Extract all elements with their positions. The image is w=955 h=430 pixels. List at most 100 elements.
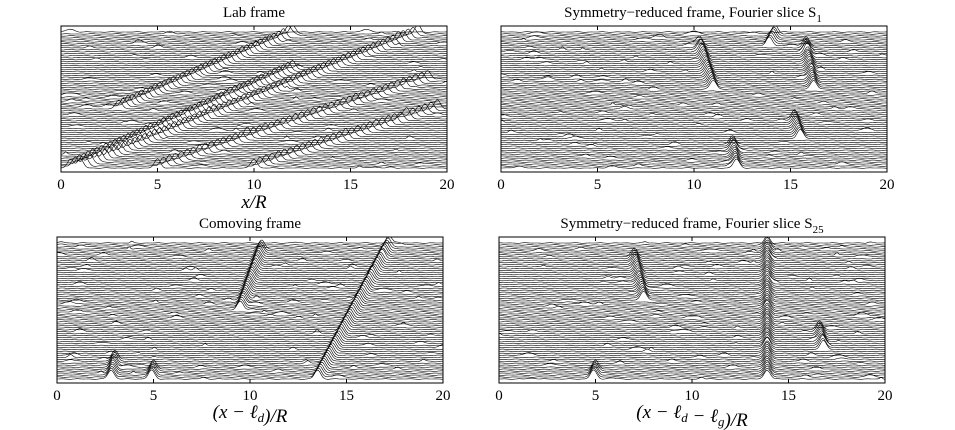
trace-line — [501, 109, 887, 120]
trace-line — [57, 363, 443, 374]
trace-line — [61, 26, 447, 37]
trace-line — [57, 310, 443, 321]
trace-line — [499, 342, 885, 353]
trace-line — [501, 65, 887, 77]
trace-line — [61, 58, 447, 69]
trace-line — [499, 294, 885, 305]
trace-line — [501, 138, 887, 142]
trace-line — [501, 68, 887, 79]
trace-line — [61, 97, 447, 108]
trace-line — [501, 111, 887, 116]
trace-line — [501, 154, 887, 165]
trace-line — [57, 261, 443, 272]
trace-line — [499, 278, 885, 290]
trace-line — [499, 302, 885, 313]
trace-line — [57, 265, 443, 276]
trace-line — [57, 324, 443, 335]
trace-line — [499, 334, 885, 347]
trace-line — [57, 243, 443, 254]
trace-line — [61, 137, 447, 148]
x-tick-label: 20 — [440, 177, 455, 193]
trace-line — [61, 48, 447, 59]
trace-line — [61, 138, 447, 149]
trace-line — [57, 292, 443, 303]
trace-line — [499, 334, 885, 345]
trace-line — [61, 81, 447, 92]
trace-line — [57, 263, 443, 274]
trace-line — [57, 318, 443, 329]
trace-line — [61, 83, 447, 94]
trace-line — [57, 342, 443, 353]
trace-line — [499, 316, 885, 327]
trace-line — [61, 50, 447, 61]
x-tick-label: 15 — [339, 388, 354, 404]
trace-line — [57, 300, 443, 311]
trace-line — [501, 144, 887, 155]
trace-line — [501, 35, 887, 47]
trace-line — [499, 310, 885, 321]
trace-line — [57, 330, 443, 341]
trace-line — [61, 115, 447, 126]
trace-line — [57, 268, 443, 280]
trace-line — [57, 237, 443, 246]
trace-line — [61, 112, 447, 124]
trace-line — [501, 105, 887, 110]
trace-line — [499, 251, 885, 262]
trace-line — [499, 275, 885, 286]
trace-line — [57, 365, 443, 376]
trace-line — [499, 330, 885, 341]
trace-line — [499, 270, 885, 282]
trace-line — [501, 151, 887, 161]
trace-line — [501, 102, 887, 106]
trace-line — [501, 113, 887, 118]
trace-line — [57, 367, 443, 378]
trace-line — [57, 349, 443, 360]
x-tick-label: 20 — [878, 388, 893, 404]
x-axis-label: (x − ℓd)/R — [213, 402, 288, 427]
trace-line — [499, 345, 885, 357]
trace-line — [499, 306, 885, 317]
trace-line — [501, 111, 887, 122]
trace-line — [501, 110, 887, 114]
trace-line — [61, 131, 447, 142]
x-tick-label: 5 — [150, 388, 158, 404]
trace-line — [501, 125, 887, 136]
panel-fourier-slice-s1: Symmetry−reduced frame, Fourier slice S1… — [497, 5, 894, 193]
trace-line — [501, 28, 887, 39]
trace-line — [61, 154, 447, 165]
trace-line — [499, 237, 885, 248]
trace-line — [501, 152, 887, 163]
trace-line — [501, 71, 887, 82]
trace-line — [499, 324, 885, 335]
trace-line — [501, 34, 887, 45]
trace-line — [501, 141, 887, 144]
trace-line — [57, 239, 443, 250]
x-tick-label: 10 — [247, 177, 262, 193]
trace-line — [61, 144, 447, 155]
trace-line — [61, 152, 447, 163]
trace-line — [57, 308, 443, 319]
trace-line — [61, 105, 447, 118]
trace-line — [61, 119, 447, 130]
trace-line — [499, 304, 885, 315]
x-tick-label: 15 — [783, 177, 798, 193]
trace-line — [61, 103, 447, 116]
trace-line — [499, 241, 885, 244]
trace-line — [499, 249, 885, 260]
trace-line — [57, 287, 443, 297]
trace-line — [501, 149, 887, 159]
trace-line — [501, 32, 887, 43]
x-tick-label: 20 — [880, 177, 895, 193]
trace-line — [57, 338, 443, 349]
trace-line — [61, 142, 447, 153]
trace-line — [57, 273, 443, 284]
trace-line — [61, 59, 447, 71]
trace-line — [57, 240, 443, 244]
trace-line — [501, 75, 887, 86]
x-tick-label: 5 — [594, 177, 602, 193]
trace-line — [61, 107, 447, 120]
trace-line — [61, 117, 447, 128]
trace-line — [57, 320, 443, 331]
